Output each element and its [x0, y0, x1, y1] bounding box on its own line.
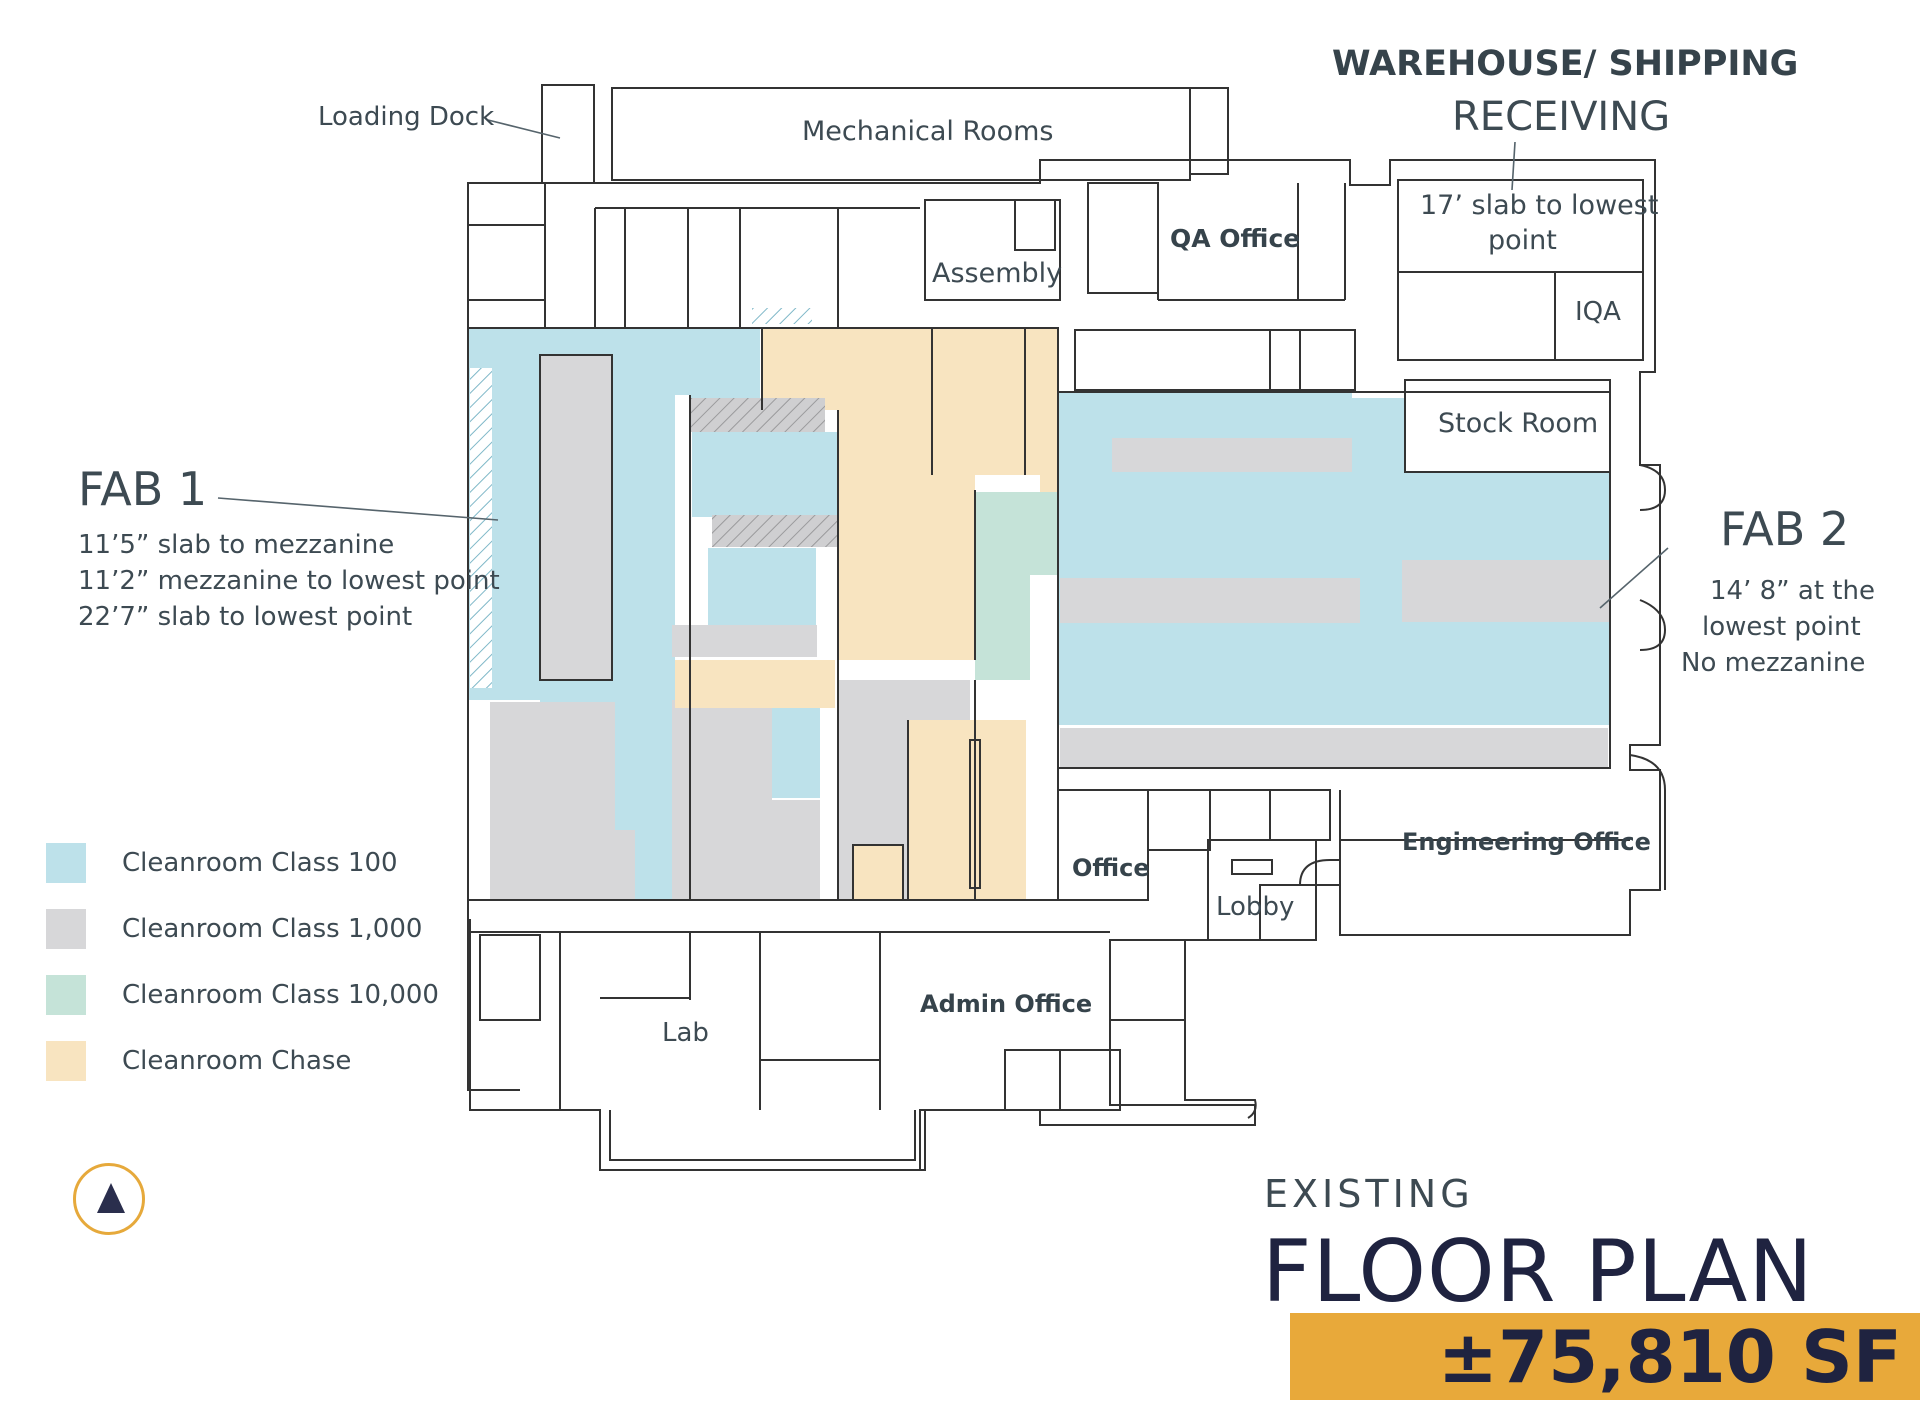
fab2-leader: [1599, 547, 1669, 609]
loading-dock-wall: [541, 84, 595, 184]
fab1-leader: [217, 497, 499, 521]
zone-chase-north: [762, 328, 1055, 490]
fab2-note-1: 14’ 8” at the: [1710, 576, 1875, 606]
legend-item-class100: Cleanroom Class 100: [46, 830, 439, 896]
fab2-wall: [1057, 391, 1611, 769]
legend-label-class100: Cleanroom Class 100: [122, 848, 398, 878]
fab2-note-2: lowest point: [1702, 612, 1861, 642]
zone-class100-b: [692, 432, 837, 517]
zone-chase-b: [675, 660, 835, 708]
slab17-label-line1: 17’ slab to lowest: [1420, 190, 1659, 221]
legend: Cleanroom Class 100 Cleanroom Class 1,00…: [46, 830, 439, 1094]
hatch-strip-c: [712, 515, 837, 547]
zone-class1000-f: [765, 800, 820, 900]
zone-chase-c: [908, 720, 1026, 900]
legend-label-class1000: Cleanroom Class 1,000: [122, 914, 423, 944]
fab1-label: FAB 1: [78, 462, 208, 516]
legend-label-class10000: Cleanroom Class 10,000: [122, 980, 439, 1010]
legend-item-chase: Cleanroom Chase: [46, 1028, 439, 1094]
legend-swatch-class100: [46, 843, 86, 883]
north-arrow-icon: [73, 1163, 145, 1235]
loading-dock-leader: [487, 119, 561, 139]
zone-class100-a: [690, 328, 760, 398]
north-arrow-glyph: [97, 1183, 125, 1213]
engineering-office-label: Engineering Office: [1402, 828, 1651, 856]
warehouse-shipping-label: WAREHOUSE/ SHIPPING: [1332, 44, 1799, 84]
assembly-label: Assembly: [932, 258, 1063, 289]
area-value: ±75,810 SF: [1437, 1315, 1902, 1399]
title-floor-plan: FLOOR PLAN: [1262, 1222, 1814, 1322]
qa-office-label: QA Office: [1170, 224, 1301, 253]
legend-label-chase: Cleanroom Chase: [122, 1046, 352, 1076]
mechanical-ext: [1189, 87, 1229, 175]
lobby-wall: [1207, 839, 1317, 941]
zone-chase-a: [838, 490, 975, 660]
fab2-note-3: No mezzanine: [1681, 648, 1866, 678]
zone-chase-e: [1040, 328, 1058, 528]
office-label: Office: [1072, 854, 1150, 882]
zone-class1000-fab2-bar3: [1402, 560, 1610, 622]
leader-lines: [217, 119, 1669, 609]
title-existing: EXISTING: [1264, 1172, 1474, 1216]
lobby-label: Lobby: [1216, 892, 1295, 922]
walls: [467, 84, 1667, 1171]
mechanical-rooms-label: Mechanical Rooms: [802, 116, 1054, 147]
zone-class1000-fab2-bar1: [1112, 438, 1352, 472]
legend-item-class1000: Cleanroom Class 1,000: [46, 896, 439, 962]
iqa-wall: [1397, 271, 1644, 361]
zone-class1000-fab1-column: [540, 355, 612, 680]
fab1-note-3: 22’7” slab to lowest point: [78, 602, 413, 632]
zone-class100-c: [708, 548, 816, 628]
lab-label: Lab: [662, 1018, 709, 1048]
cleanroom-zones: [468, 308, 1610, 900]
zone-class1000-e: [672, 700, 772, 900]
engineering-office-wall: [1339, 790, 1630, 885]
legend-swatch-class10000: [46, 975, 86, 1015]
fab2-label: FAB 2: [1720, 502, 1850, 556]
zone-class10000: [975, 492, 1057, 680]
zone-class1000-i: [672, 625, 817, 657]
fab1-note-1: 11’5” slab to mezzanine: [78, 530, 395, 560]
zone-class1000-fab2-bar4: [1060, 728, 1608, 768]
zone-class100-d: [765, 708, 820, 798]
legend-item-class10000: Cleanroom Class 10,000: [46, 962, 439, 1028]
receiving-label: RECEIVING: [1452, 94, 1671, 140]
hatch-strip-d: [752, 308, 812, 324]
office-wall: [1057, 789, 1149, 901]
hatch-strip-b: [690, 398, 825, 432]
iqa-label: IQA: [1575, 297, 1621, 327]
stock-room-label: Stock Room: [1438, 408, 1599, 439]
legend-swatch-class1000: [46, 909, 86, 949]
zone-chase-d: [853, 845, 903, 900]
zone-class1000-fab1-south: [490, 702, 635, 900]
legend-swatch-chase: [46, 1041, 86, 1081]
admin-office-label: Admin Office: [920, 990, 1093, 1018]
zone-class1000-fab2-bar2: [1060, 578, 1360, 623]
hatch-strip-west: [470, 368, 492, 688]
slab17-label-line2: point: [1488, 225, 1557, 256]
fab1-note-2: 11’2” mezzanine to lowest point: [78, 566, 500, 596]
area-banner: ±75,810 SF: [1290, 1313, 1920, 1400]
loading-dock-label: Loading Dock: [318, 102, 495, 132]
zone-class100-fab2: [1058, 392, 1610, 725]
receiving-leader: [1511, 141, 1516, 191]
